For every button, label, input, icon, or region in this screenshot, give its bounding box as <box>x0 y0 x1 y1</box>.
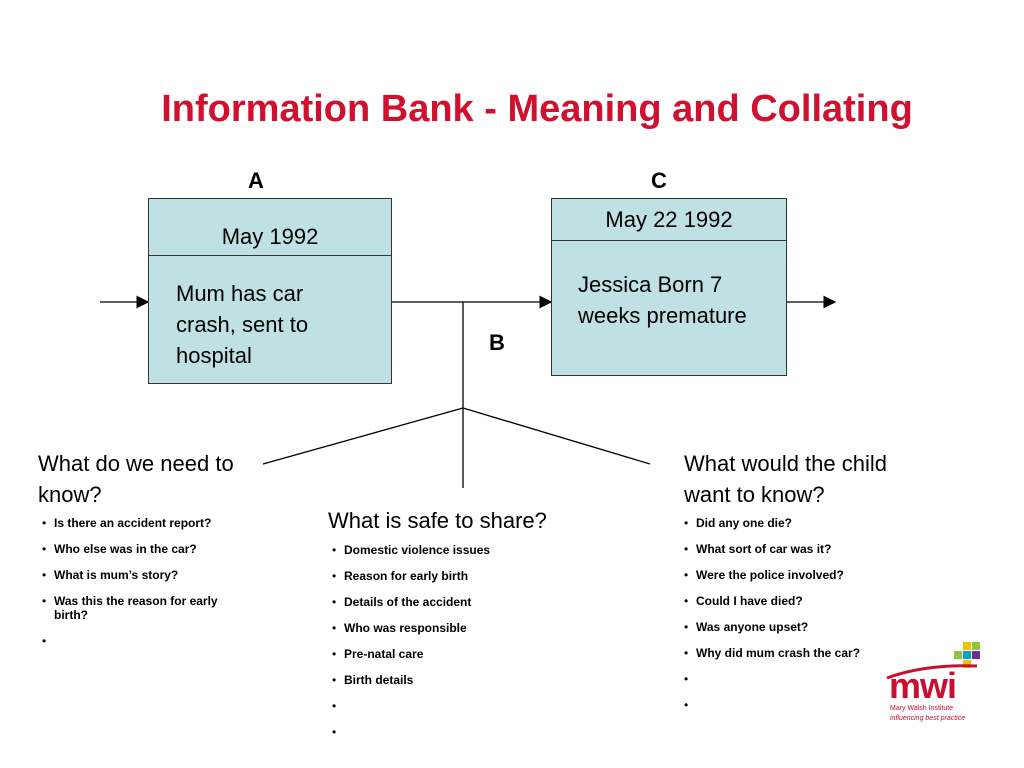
logo-org-name: Mary Walsh Institute <box>890 705 954 712</box>
label-b: B <box>489 330 505 355</box>
middle-heading: What is safe to share? <box>328 508 547 533</box>
list-item: What is mum’s story? <box>38 568 278 582</box>
list-item: Pre-natal care <box>328 647 598 661</box>
list-item: Is there an accident report? <box>38 516 278 530</box>
branch-left <box>262 407 464 465</box>
list-item: Details of the accident <box>328 595 598 609</box>
event-c-text: Jessica Born 7 weeks premature <box>578 272 747 328</box>
right-question-column: What would the child want to know? Did a… <box>680 448 920 724</box>
list-item <box>680 672 920 686</box>
event-a-text: Mum has car crash, sent to hospital <box>176 281 309 368</box>
left-heading: What do we need to know? <box>38 451 234 507</box>
list-item <box>328 725 598 739</box>
event-box-a: May 1992 Mum has car crash, sent to hosp… <box>148 198 392 384</box>
list-item <box>680 698 920 712</box>
list-item <box>38 634 278 648</box>
middle-bullet-list: Domestic violence issues Reason for earl… <box>328 543 598 739</box>
mwi-logo-mark-icon <box>886 642 980 680</box>
list-item: Was this the reason for early birth? <box>38 594 254 622</box>
list-item: Why did mum crash the car? <box>680 646 920 660</box>
list-item: Could I have died? <box>680 594 920 608</box>
page-title: Information Bank - Meaning and Collating <box>161 88 913 130</box>
logo-tagline: influencing best practice <box>890 715 966 722</box>
list-item <box>328 699 598 713</box>
list-item: Who was responsible <box>328 621 598 635</box>
label-c: C <box>651 168 667 193</box>
list-item: Who else was in the car? <box>38 542 278 556</box>
list-item: Were the police involved? <box>680 568 920 582</box>
event-c-date: May 22 1992 <box>552 199 786 241</box>
right-bullet-list: Did any one die? What sort of car was it… <box>680 516 920 712</box>
branch-right <box>462 407 651 465</box>
left-question-column: What do we need to know? Is there an acc… <box>38 448 278 660</box>
list-item: Reason for early birth <box>328 569 598 583</box>
label-a: A <box>248 168 264 193</box>
mwi-logo: mwi Mary Walsh Institute influencing bes… <box>885 640 995 730</box>
right-heading: What would the child want to know? <box>684 451 887 507</box>
middle-question-column: What is safe to share? Domestic violence… <box>328 505 598 751</box>
event-a-date: May 1992 <box>149 199 391 256</box>
list-item: Did any one die? <box>680 516 920 530</box>
list-item: Birth details <box>328 673 598 687</box>
list-item: What sort of car was it? <box>680 542 920 556</box>
list-item: Was anyone upset? <box>680 620 920 634</box>
left-bullet-list: Is there an accident report? Who else wa… <box>38 516 278 648</box>
list-item: Domestic violence issues <box>328 543 598 557</box>
event-box-c: May 22 1992 Jessica Born 7 weeks prematu… <box>551 198 787 376</box>
logo-wordmark: mwi <box>889 665 957 706</box>
